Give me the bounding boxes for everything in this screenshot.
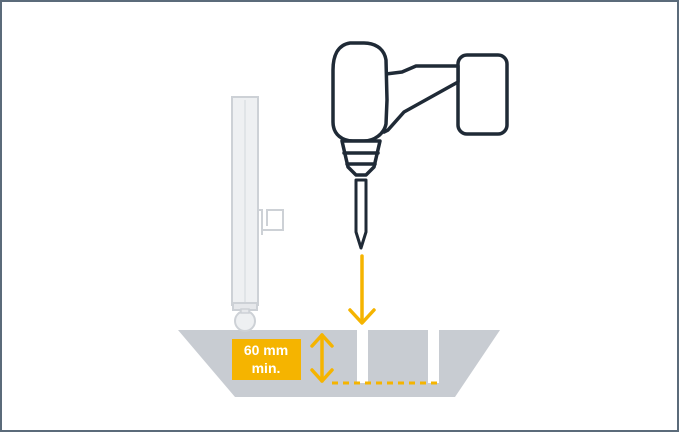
down-arrow-icon xyxy=(348,254,376,325)
cordless-drill-icon xyxy=(331,41,509,177)
depth-label-line2: min. xyxy=(252,360,281,376)
drill-hole-1 xyxy=(357,328,368,383)
ground-slab xyxy=(178,328,500,397)
mounting-bracket-icon xyxy=(258,209,284,235)
fence-post-icon xyxy=(231,96,259,332)
depth-arrow-icon xyxy=(310,333,334,383)
drill-bit-icon xyxy=(354,178,368,250)
depth-label-line1: 60 mm xyxy=(244,342,288,358)
drill-hole-2 xyxy=(428,328,439,383)
depth-label: 60 mm min. xyxy=(232,339,301,380)
